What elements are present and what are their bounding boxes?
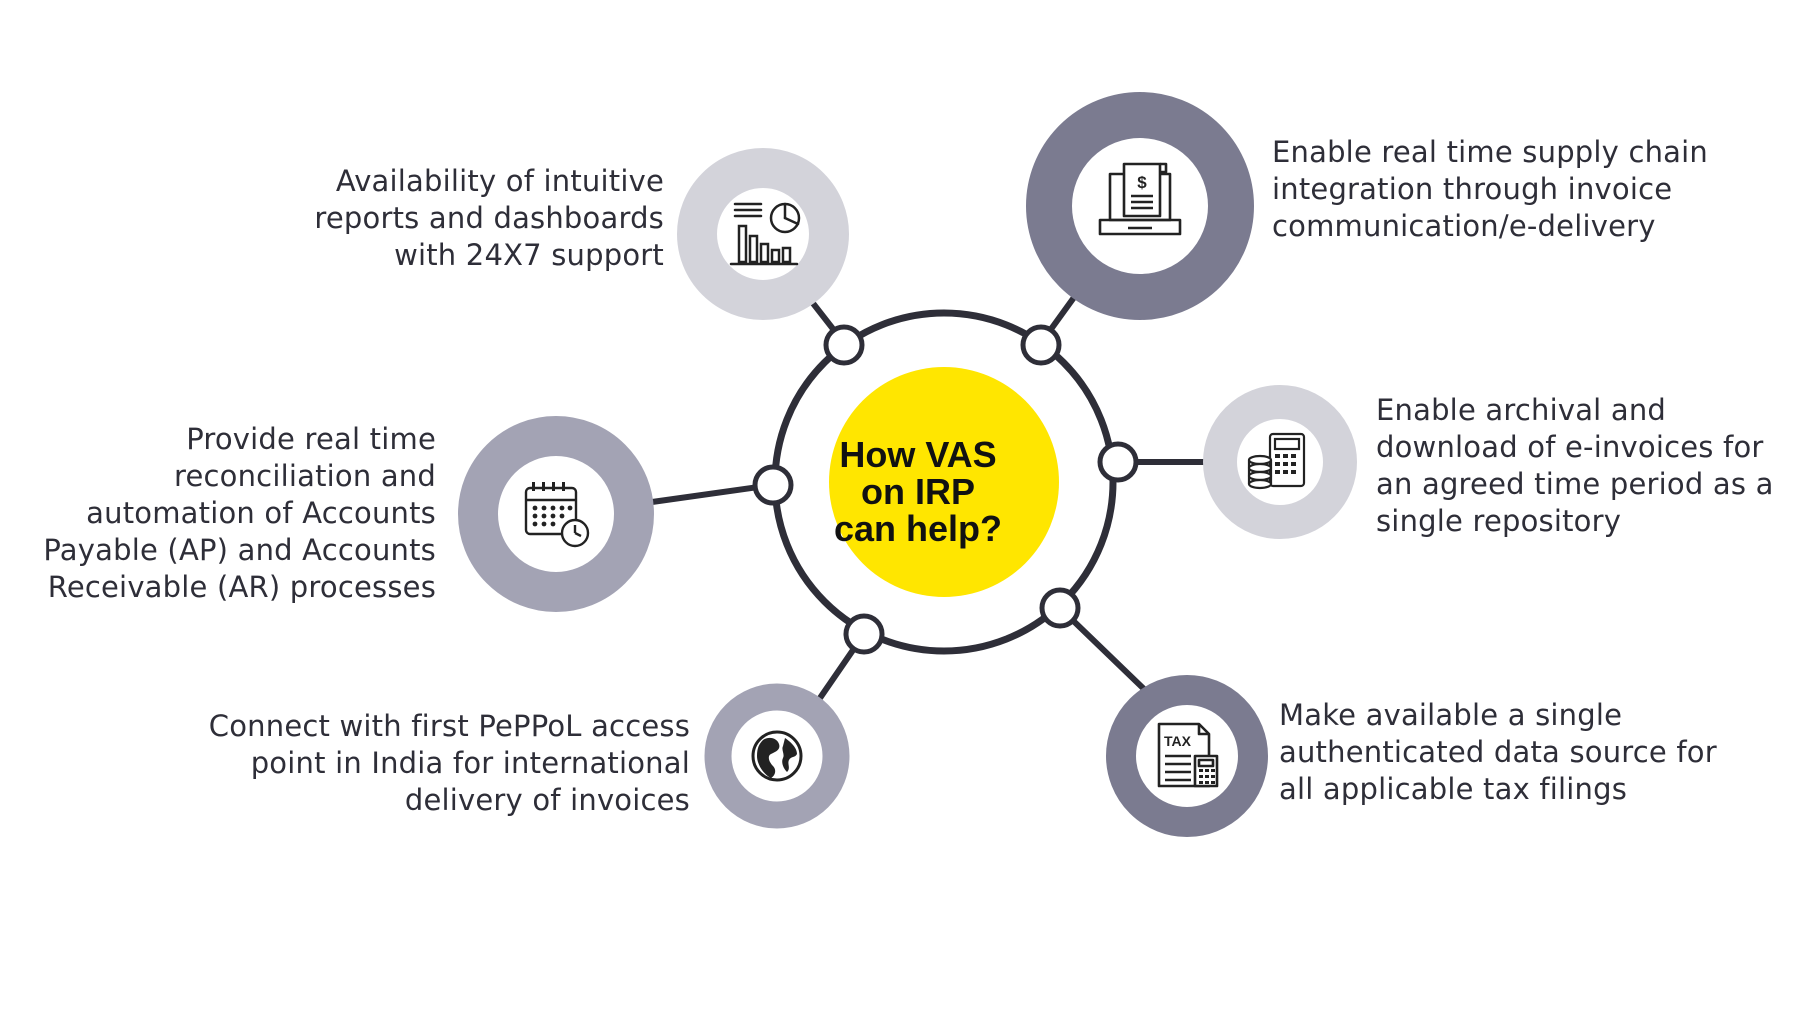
ring-reconciliation bbox=[458, 416, 654, 612]
svg-text:$: $ bbox=[1137, 173, 1147, 192]
calendar-clock-icon bbox=[524, 482, 590, 548]
label-line: Receivable (AR) processes bbox=[47, 570, 436, 604]
label-line: delivery of invoices bbox=[404, 783, 690, 817]
label-line: automation of Accounts bbox=[86, 496, 436, 530]
center-title-line: on IRP bbox=[861, 470, 975, 512]
junction-node-reconciliation bbox=[752, 464, 794, 506]
label-line: Make available a single bbox=[1279, 698, 1623, 732]
junction-node-supply-chain bbox=[1020, 324, 1062, 366]
svg-text:TAX: TAX bbox=[1164, 733, 1192, 749]
label-line: with 24X7 support bbox=[394, 238, 664, 272]
center-title-line: can help? bbox=[833, 507, 1003, 549]
ring-tax bbox=[1106, 675, 1268, 837]
label-line: Availability of intuitive bbox=[335, 164, 664, 198]
calculator-coins-icon bbox=[1247, 432, 1306, 490]
label-line: an agreed time period as a bbox=[1376, 467, 1774, 501]
bar-chart-icon bbox=[729, 202, 801, 266]
label-line: Payable (AP) and Accounts bbox=[43, 533, 436, 567]
label-line: integration through invoice bbox=[1272, 172, 1673, 206]
label-line: Enable real time supply chain bbox=[1272, 135, 1708, 169]
center-title-line: How VAS bbox=[839, 433, 997, 475]
label-line: reports and dashboards bbox=[314, 201, 664, 235]
label-line: reconciliation and bbox=[173, 459, 436, 493]
junction-node-peppol bbox=[843, 613, 885, 655]
junction-node-reports bbox=[823, 324, 865, 366]
tax-document-icon: TAX bbox=[1157, 722, 1219, 788]
ring-peppol bbox=[704, 683, 850, 829]
label-line: Provide real time bbox=[186, 422, 436, 456]
label-line: single repository bbox=[1376, 504, 1622, 538]
ring-supply-chain bbox=[1026, 92, 1254, 320]
label-line: point in India for international bbox=[250, 746, 690, 780]
label-line: Enable archival and bbox=[1376, 393, 1667, 427]
junction-node-tax bbox=[1039, 587, 1081, 629]
label-line: authenticated data source for bbox=[1279, 735, 1717, 769]
label-line: communication/e-delivery bbox=[1272, 209, 1656, 243]
junction-node-archival bbox=[1097, 441, 1139, 483]
label-line: all applicable tax filings bbox=[1279, 772, 1628, 806]
laptop-invoice-icon: $ bbox=[1098, 162, 1182, 236]
center-circle bbox=[829, 367, 1059, 597]
label-line: Connect with first PePPoL access bbox=[208, 709, 690, 743]
ring-reports bbox=[677, 148, 849, 320]
ring-archival bbox=[1203, 385, 1357, 539]
globe-icon bbox=[751, 730, 803, 782]
label-line: download of e-invoices for bbox=[1376, 430, 1764, 464]
